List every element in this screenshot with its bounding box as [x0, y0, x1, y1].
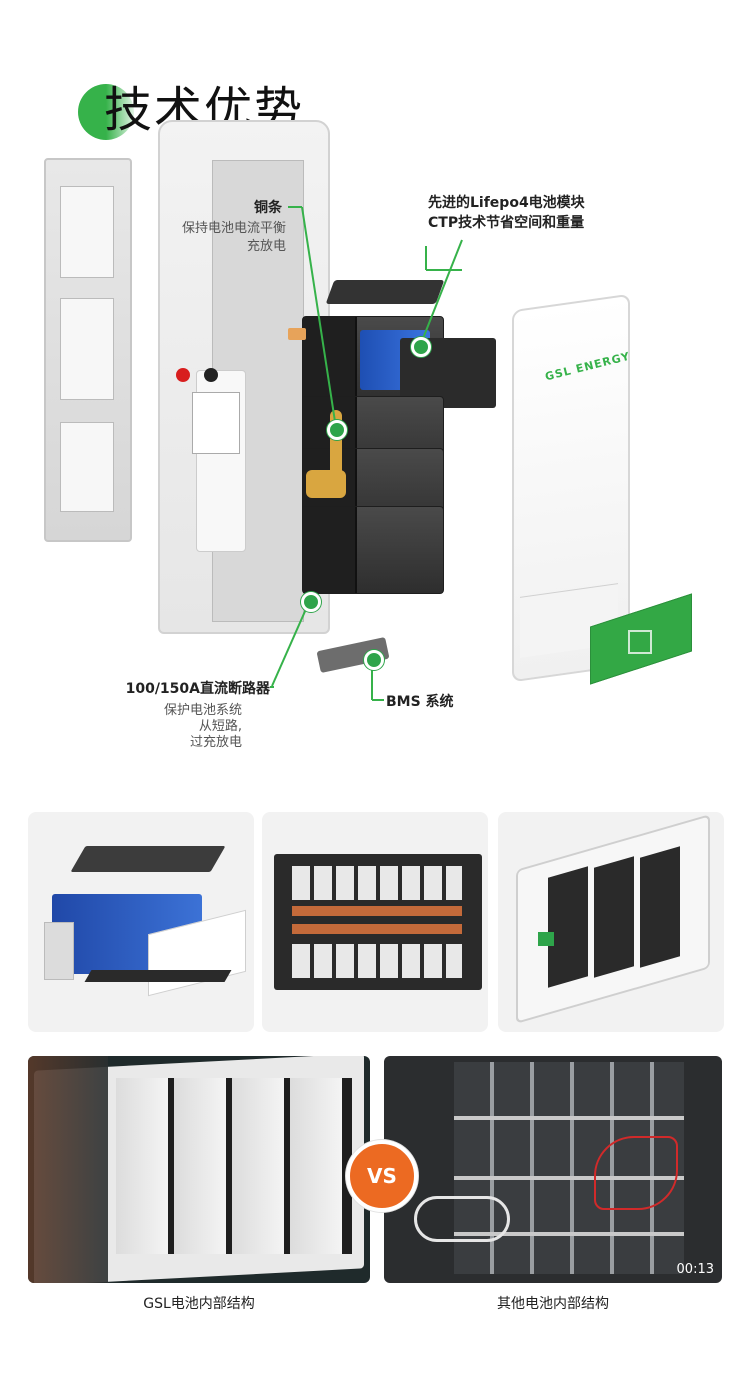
vs-badge: VS — [346, 1140, 418, 1212]
battery-module-4 — [302, 506, 444, 594]
leader-copper-h — [288, 206, 302, 208]
breaker-housing — [192, 392, 240, 454]
leader-lines — [271, 206, 463, 701]
label-copper-desc-2: 充放电 — [246, 239, 286, 254]
gallery-tile-module-exploded — [28, 812, 254, 1032]
negative-terminal-icon — [204, 368, 218, 382]
gsl-internal-photo — [28, 1056, 370, 1283]
video-timestamp: 00:13 — [676, 1262, 714, 1277]
other-internal-photo: 00:13 — [384, 1056, 722, 1283]
gallery-tile-transparent-case — [498, 812, 724, 1032]
hotspot-bms — [364, 650, 384, 670]
label-module-title-1: 先进的Lifepo4电池模块 — [428, 195, 585, 211]
positive-terminal-icon — [176, 368, 190, 382]
label-breaker-desc-1: 保护电池系统 — [163, 703, 242, 718]
leader-breaker-h — [270, 686, 274, 688]
label-copper-title: 铜条 — [254, 200, 282, 216]
label-bms-title: BMS 系统 — [386, 694, 454, 710]
copper-busbar-bend — [306, 470, 346, 498]
title-accent-circle — [78, 84, 134, 140]
hotspot-breaker — [301, 592, 321, 612]
gallery-tile-module-topview — [262, 812, 488, 1032]
hotspot-copper — [327, 420, 347, 440]
label-module-title-2: CTP技术节省空间和重量 — [428, 215, 585, 231]
label-copper-desc-1: 保持电池电流平衡 — [181, 221, 286, 236]
copper-connector — [288, 328, 306, 340]
label-breaker-desc-3: 过充放电 — [189, 735, 242, 750]
caption-other: 其他电池内部结构 — [497, 1296, 609, 1312]
display-screen-icon — [628, 630, 652, 654]
wall-mount-bracket — [44, 158, 132, 542]
label-breaker-desc-2: 从短路, — [198, 719, 242, 734]
hotspot-module — [411, 337, 431, 357]
caption-gsl: GSL电池内部结构 — [143, 1296, 255, 1312]
label-breaker-title: 100/150A直流断路器 — [125, 681, 270, 697]
